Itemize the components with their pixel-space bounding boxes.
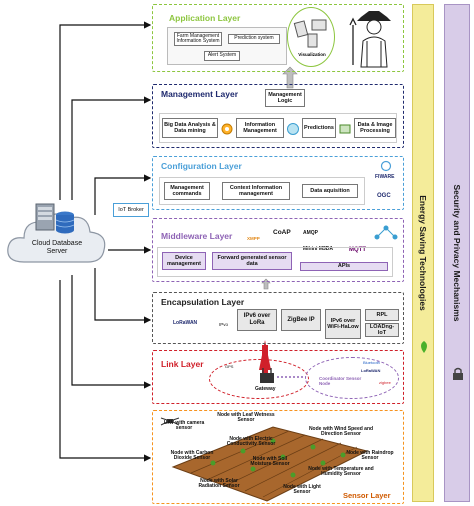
management-layer: Management Layer Management Logic Big Da… xyxy=(152,84,404,148)
application-layer-title: Application Layer xyxy=(169,13,241,23)
iot-broker-box[interactable]: IoT Broker xyxy=(113,203,149,217)
processing-icon xyxy=(339,124,351,134)
link-layer-title: Link Layer xyxy=(161,359,204,369)
uav-label: UAV with camera sensor xyxy=(163,420,205,432)
big-data-box[interactable]: Big Data Analysis & Data mining xyxy=(162,118,218,138)
xmpp-logo: XMPP xyxy=(247,236,260,241)
zigbee-ip-box[interactable]: ZigBee IP xyxy=(281,309,321,331)
prediction-system-box[interactable]: Prediction system xyxy=(228,34,280,44)
rpl-box[interactable]: RPL xyxy=(365,309,399,321)
amqp-logo: AMQP xyxy=(303,230,318,236)
energy-saving-label: Energy Saving Technologies xyxy=(418,195,428,311)
wind-speed-label: Node with Wind Speed and Direction Senso… xyxy=(308,426,374,438)
energy-saving-band: Energy Saving Technologies xyxy=(412,4,434,502)
gateway-icon[interactable] xyxy=(259,367,275,385)
gps-tag: GPS xyxy=(225,364,234,369)
line-to-configuration xyxy=(94,174,152,215)
gateway-label: Gateway xyxy=(255,386,276,392)
server-icon xyxy=(35,203,55,231)
sensor-layer: UAV with camera sensor Node with Leaf We… xyxy=(152,410,404,504)
middleware-items: Device management Forward generated sens… xyxy=(157,247,393,277)
line-to-encapsulation xyxy=(94,268,152,324)
security-privacy-band: Security and Privacy Mechanisms xyxy=(444,4,470,502)
farmer-icon xyxy=(349,11,391,68)
application-layer: Application Layer Farm Management Inform… xyxy=(152,4,404,72)
cloud-label: Cloud Database Server xyxy=(31,240,83,255)
iot-broker-label: IoT Broker xyxy=(118,206,144,213)
context-information-box[interactable]: Context Information management xyxy=(222,182,290,200)
middleware-layer: Middleware Layer XMPP CoAP AMQP Mihini M… xyxy=(152,218,404,282)
ipv6-over-lora-box[interactable]: IPv6 over LoRa xyxy=(237,309,277,331)
visualization-label: Visualization xyxy=(298,52,326,57)
configuration-layer: Configuration Layer Management commands … xyxy=(152,156,404,210)
information-management-box[interactable]: Information Management xyxy=(236,118,284,138)
configuration-layer-title: Configuration Layer xyxy=(161,161,242,171)
ogc-logo: OGC xyxy=(377,193,391,199)
solar-radiation-label: Node with Solar Radiation Sensor xyxy=(198,478,240,490)
forward-data-box[interactable]: Forward generated sensor data xyxy=(212,252,292,270)
management-layer-title: Management Layer xyxy=(161,89,238,99)
management-commands-box[interactable]: Management commands xyxy=(164,182,210,200)
data-acquisition-box[interactable]: Data aquisition xyxy=(302,184,358,198)
security-privacy-label: Security and Privacy Mechanisms xyxy=(452,184,462,322)
leaf-plug-icon xyxy=(421,341,427,353)
middleware-layer-title: Middleware Layer xyxy=(161,231,233,241)
sensor-layer-title: Sensor Layer xyxy=(343,491,391,500)
management-items-row: Big Data Analysis & Data mining Informat… xyxy=(159,113,397,143)
mihini-logo: Mihini M3DA xyxy=(303,246,333,252)
line-to-sensor xyxy=(59,280,152,462)
gear-icon xyxy=(221,123,233,135)
encapsulation-layer: Encapsulation Layer LoRaWAN IPvo IPv6 ov… xyxy=(152,292,404,344)
data-image-processing-box[interactable]: Data & Image Processing xyxy=(354,118,396,138)
database-icon xyxy=(55,211,75,234)
uav-icon xyxy=(160,417,180,426)
api-icon xyxy=(380,160,392,172)
bluetooth-tag: Bluetooth xyxy=(363,360,380,365)
coap-logo: CoAP xyxy=(273,229,291,236)
coordinator-label: Coordinator Sensor Node xyxy=(319,376,362,386)
configuration-items-row: Management commands Context Information … xyxy=(159,177,365,205)
application-inner: Farm Management Information System Predi… xyxy=(167,27,287,65)
mqtt-logo: MQTT xyxy=(349,247,366,253)
loadng-iot-box[interactable]: LOADng-IoT xyxy=(365,323,399,337)
line-to-management xyxy=(71,96,152,200)
ipv6-logo: IPvo xyxy=(219,322,229,327)
device-management-box[interactable]: Device management xyxy=(162,252,206,270)
devices-icon xyxy=(293,19,327,48)
coordinator-ellipse xyxy=(305,357,399,399)
light-sensor-label: Node with Light Sensor xyxy=(283,484,321,496)
lock-icon xyxy=(453,367,463,380)
soil-moisture-label: Node with Soil Moisture Sensor xyxy=(250,456,290,468)
link-arrow xyxy=(277,376,303,378)
zigbee-tag: zigbee xyxy=(379,380,391,385)
fiware-logo: FIWARE xyxy=(375,174,395,180)
lorawan-tag: LoRaWAN xyxy=(361,368,381,373)
lorawan-logo: LoRaWAN xyxy=(173,320,198,326)
brain-icon xyxy=(287,123,299,135)
carbon-dioxide-label: Node with Carbon Dioxide Sensor xyxy=(170,450,214,462)
line-to-application xyxy=(59,21,152,200)
cloud-database-server[interactable]: Cloud Database Server xyxy=(4,196,110,272)
link-layer: Link Layer Gateway GPS Coordinator Senso… xyxy=(152,350,404,404)
leaf-wetness-label: Node with Leaf Wetness Sensor xyxy=(217,412,275,424)
field-drawing xyxy=(171,426,369,502)
arrow-mgmt-app xyxy=(282,66,298,89)
line-to-link xyxy=(71,275,152,389)
network-nodes-icon xyxy=(374,225,398,240)
predictions-box[interactable]: Predictions xyxy=(302,118,336,138)
visualization-circle[interactable]: Visualization xyxy=(287,7,335,67)
alert-system-box[interactable]: Alert System xyxy=(204,51,240,61)
electric-conductivity-label: Node with Electric Conductivity Sensor xyxy=(226,436,276,448)
apis-box[interactable]: APIs xyxy=(300,262,388,271)
farm-management-box[interactable]: Farm Management Information System xyxy=(174,32,222,46)
management-logic-box[interactable]: Management Logic xyxy=(265,89,305,107)
temperature-humidity-label: Node with Temperature and Humidity Senso… xyxy=(308,466,374,478)
raindrop-label: Node with Raindrop Sensor xyxy=(346,450,394,462)
encapsulation-layer-title: Encapsulation Layer xyxy=(161,297,245,307)
ipv6-wifi-halow-box[interactable]: IPv6 over WiFi-HaLow xyxy=(325,309,361,339)
